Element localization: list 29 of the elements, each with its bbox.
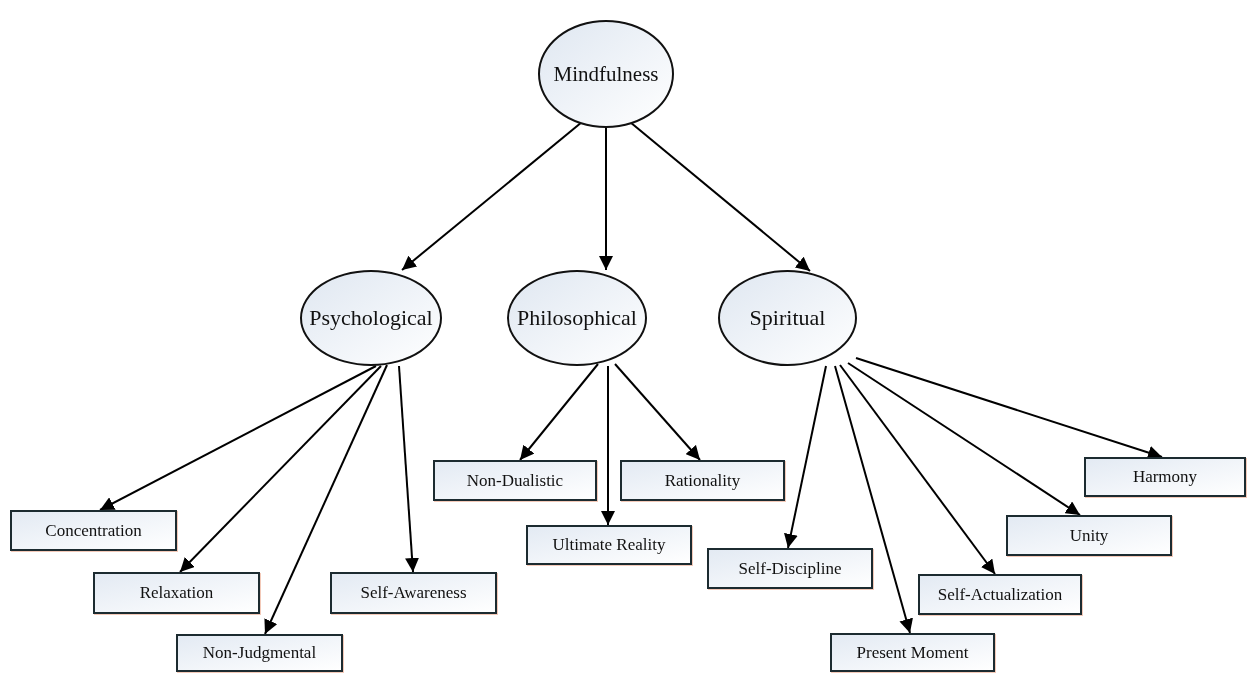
arrow	[839, 364, 996, 575]
concept-box: Ultimate Reality	[526, 525, 692, 565]
arrow	[614, 363, 701, 461]
arrow	[99, 365, 377, 511]
concept-box: Non-Dualistic	[433, 460, 597, 501]
arrow	[599, 127, 613, 271]
arrow	[264, 364, 388, 635]
concept-box: Concentration	[10, 510, 177, 551]
arrow	[847, 362, 1081, 516]
arrow	[519, 363, 599, 461]
arrow	[398, 365, 420, 573]
concept-box: Self-Discipline	[707, 548, 873, 589]
category-ellipse: Psychological	[300, 270, 442, 366]
concept-box: Unity	[1006, 515, 1172, 556]
arrow	[855, 357, 1163, 460]
arrow	[601, 365, 615, 526]
concept-box: Self-Actualization	[918, 574, 1082, 615]
concept-box: Relaxation	[93, 572, 260, 614]
category-ellipse: Philosophical	[507, 270, 647, 366]
concept-box: Present Moment	[830, 633, 995, 672]
category-ellipse: Mindfulness	[538, 20, 674, 128]
concept-box: Rationality	[620, 460, 785, 501]
arrow	[784, 365, 827, 549]
concept-box: Harmony	[1084, 457, 1246, 497]
arrow	[179, 365, 382, 573]
concept-box: Non-Judgmental	[176, 634, 343, 672]
concept-box: Self-Awareness	[330, 572, 497, 614]
category-ellipse: Spiritual	[718, 270, 857, 366]
arrow	[834, 365, 913, 634]
